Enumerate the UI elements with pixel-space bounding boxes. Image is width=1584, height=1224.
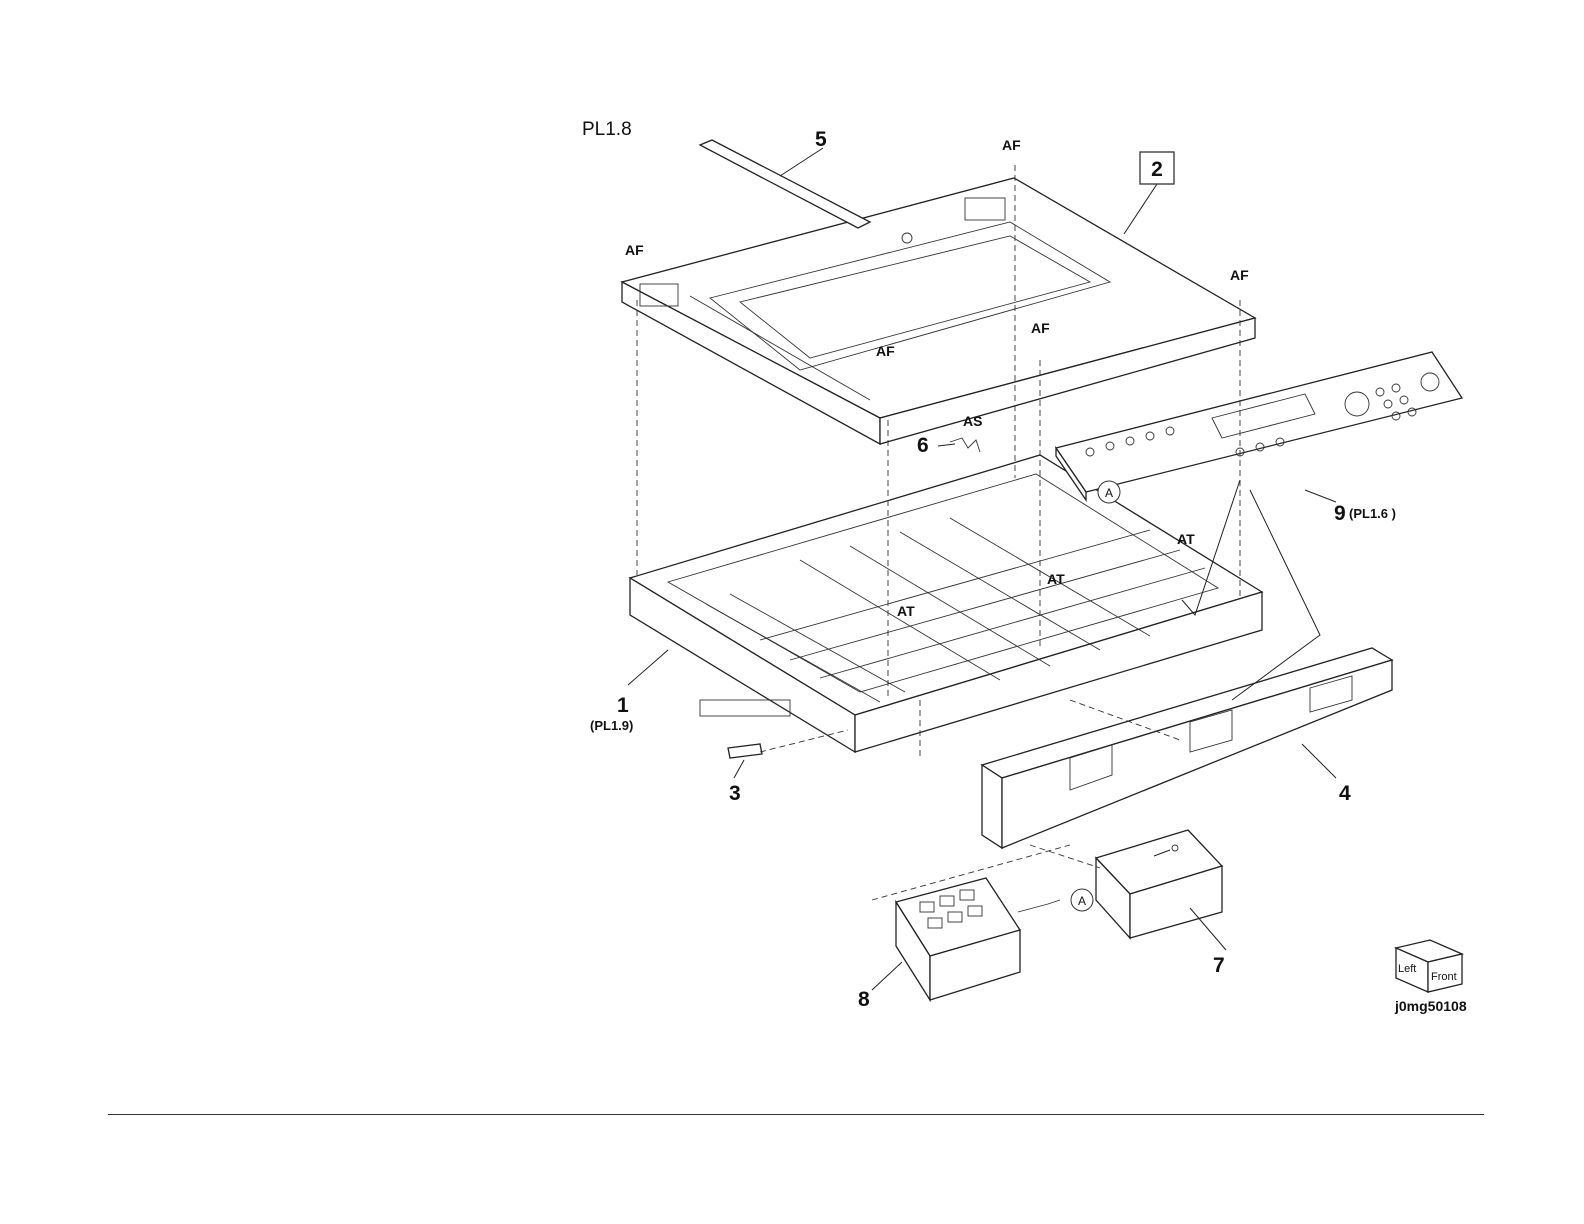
tag-at-1: AT: [1177, 531, 1195, 547]
part-number-3: 3: [729, 782, 741, 805]
cube-front-label: Front: [1431, 971, 1457, 983]
part-number-5: 5: [815, 128, 827, 151]
tag-af-5: AF: [876, 343, 895, 359]
glass-strip: [700, 140, 870, 228]
diagram-title: PL1.8: [582, 119, 632, 140]
part-number-8: 8: [858, 988, 870, 1011]
left-side-cover: [896, 878, 1060, 1000]
part-number-6: 6: [917, 434, 929, 457]
part-number-1: 1: [617, 694, 629, 717]
image-code: j0mg50108: [1394, 998, 1467, 1014]
base-frame: [630, 455, 1262, 752]
connector-label-a-bottom: A: [1078, 894, 1086, 908]
part-number-9: 9: [1334, 502, 1346, 525]
tag-af-3: AF: [1230, 267, 1249, 283]
tag-af-1: AF: [1002, 137, 1021, 153]
tag-at-3: AT: [897, 603, 915, 619]
spring: [950, 438, 980, 452]
part-ref-1: (PL1.9): [590, 718, 633, 733]
part-ref-9: (PL1.6 ): [1349, 506, 1396, 521]
tag-af-4: AF: [1031, 320, 1050, 336]
cube-left-label: Left: [1398, 963, 1416, 975]
top-cover: [622, 178, 1255, 444]
part-number-4: 4: [1339, 782, 1351, 805]
footer-rule: [108, 1114, 1484, 1115]
part-number-7: 7: [1213, 954, 1225, 977]
tag-at-2: AT: [1047, 571, 1065, 587]
label: [728, 744, 762, 758]
right-side-cover: [1096, 830, 1222, 938]
orientation-cube: Left Front: [1396, 940, 1462, 992]
tag-af-2: AF: [625, 242, 644, 258]
connector-label-a-top: A: [1105, 486, 1113, 500]
part-number-2: 2: [1151, 158, 1163, 181]
tag-as: AS: [963, 413, 982, 429]
